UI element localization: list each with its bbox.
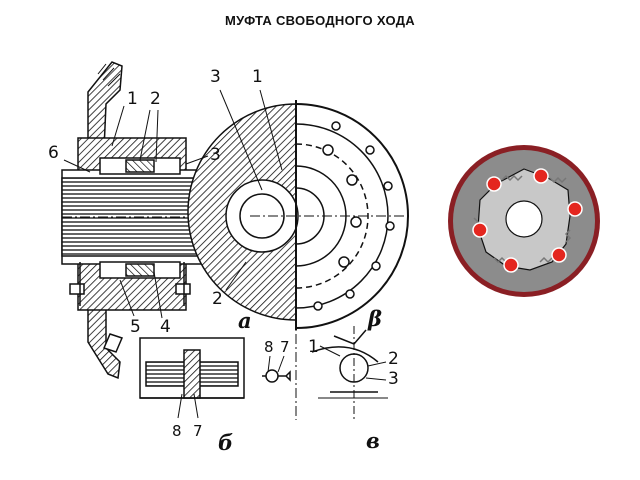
page-title: МУФТА СВОБОДНОГО ХОДА [225, 13, 415, 28]
gear-rim-lower [87, 305, 121, 380]
caption-a: а [238, 308, 252, 333]
label-main-5: 5 [130, 317, 141, 337]
roller [551, 247, 567, 263]
main-section-view [61, 61, 216, 380]
caption-b: б [218, 430, 233, 455]
label-main-4: 4 [160, 317, 171, 337]
label-end-1: 1 [252, 67, 263, 87]
label-main-6: 6 [48, 143, 59, 163]
label-pin-7: 7 [280, 338, 290, 356]
roller [472, 222, 488, 238]
label-v-3: 3 [388, 369, 399, 389]
roller [503, 257, 519, 273]
label-end-2: 2 [212, 289, 223, 309]
end-view [187, 100, 410, 420]
label-end-3: 3 [210, 67, 221, 87]
label-beta: β [367, 306, 382, 331]
label-v-1: 1 [308, 337, 319, 357]
roller [486, 176, 502, 192]
roller [533, 168, 549, 184]
label-main-2: 2 [150, 89, 161, 109]
label-pin-8: 8 [264, 338, 274, 356]
leader-lines [63, 89, 387, 419]
bolt-holes [313, 121, 395, 311]
caption-v: в [366, 428, 380, 453]
label-b-7: 7 [193, 422, 203, 440]
labels: 1 2 3 4 5 6 а 3 1 2 8 7 8 7 б 1 2 3 β в [48, 67, 399, 455]
schematic-rollers [472, 168, 583, 273]
roller [567, 201, 583, 217]
label-b-8: 8 [172, 422, 182, 440]
detail-b [139, 337, 291, 399]
freewheel-schematic [448, 145, 600, 297]
label-v-2: 2 [388, 349, 399, 369]
label-main-1: 1 [127, 89, 138, 109]
gear-rim-upper [87, 61, 123, 151]
label-main-3: 3 [210, 145, 221, 165]
detail-v [311, 326, 388, 420]
